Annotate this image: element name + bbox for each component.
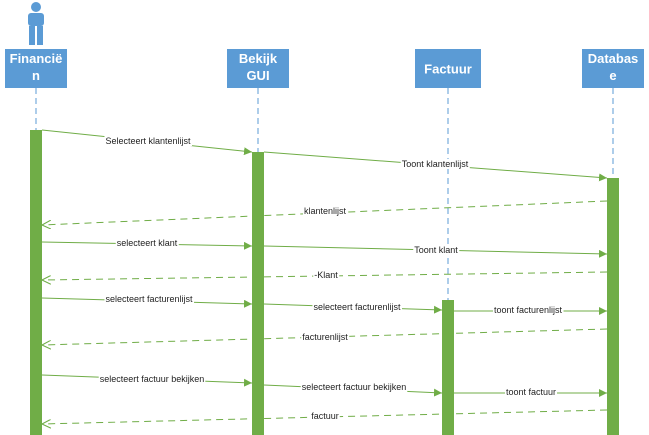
message-label-4: selecteert klant (117, 238, 178, 248)
message-label-11: selecteert factuur bekijken (100, 374, 205, 384)
message-label-5: Toont klant (414, 245, 458, 255)
participant-label-bekijk-gui-line1: Bekijk (239, 51, 278, 66)
message-label-bg-11 (98, 374, 206, 384)
message-label-14: factuur (311, 411, 339, 421)
person-icon (28, 2, 44, 45)
message-label-bg-8 (312, 302, 403, 312)
message-label-1: Selecteert klantenlijst (105, 136, 191, 146)
message-label-bg-1 (104, 136, 193, 146)
person-icon-right-leg (37, 26, 43, 45)
message-label-12: selecteert factuur bekijken (302, 382, 407, 392)
person-icon-torso (28, 13, 44, 26)
participant-box-database (582, 49, 644, 88)
participant-label-financien-line1: Financië (10, 51, 63, 66)
message-label-bg-3 (302, 206, 348, 216)
activation-bar-factuur (442, 300, 454, 435)
participant-box-factuur (415, 49, 481, 88)
message-label-bg-14 (310, 411, 340, 421)
participant-label-financien-line2: n (32, 68, 40, 83)
person-icon-head (31, 2, 41, 12)
participant-box-bekijk-gui (227, 49, 289, 88)
message-label-3: klantenlijst (304, 206, 347, 216)
message-label-bg-6 (313, 270, 340, 280)
message-label-6: -Klant (314, 270, 338, 280)
participant-label-bekijk-gui-line2: GUI (246, 68, 269, 83)
message-label-8: selecteert facturenlijst (313, 302, 401, 312)
activation-bar-bekijk-gui (252, 152, 264, 435)
message-label-bg-10 (301, 332, 350, 342)
message-label-13: toont factuur (506, 387, 556, 397)
participant-label-database-line1: Databas (588, 51, 639, 66)
message-label-bg-5 (413, 245, 460, 255)
message-label-bg-7 (104, 294, 195, 304)
participant-box-financien (5, 49, 67, 88)
person-icon-left-leg (29, 26, 35, 45)
message-label-bg-9 (492, 305, 564, 315)
message-label-2: Toont klantenlijst (402, 159, 469, 169)
activation-bar-financien (30, 130, 42, 435)
message-label-7: selecteert facturenlijst (105, 294, 193, 304)
participant-label-database-line2: e (609, 68, 616, 83)
message-label-bg-2 (400, 159, 470, 169)
message-label-10: facturenlijst (302, 332, 348, 342)
message-label-bg-12 (300, 382, 408, 392)
message-label-bg-13 (504, 387, 558, 397)
activation-bar-database (607, 178, 619, 435)
participant-label-factuur-line1: Factuur (424, 62, 472, 77)
message-label-9: toont facturenlijst (494, 305, 563, 315)
message-label-bg-4 (115, 238, 179, 248)
